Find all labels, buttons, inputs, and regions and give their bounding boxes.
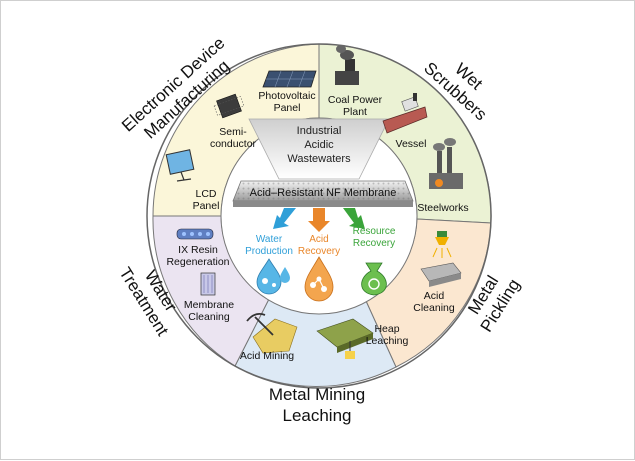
heap-leaching-icon — [316, 318, 374, 359]
money-bag-icon — [361, 262, 387, 296]
output-acid-line-2: Recovery — [298, 246, 340, 257]
source-line-1: Industrial — [297, 125, 342, 137]
ix-label-1: IX Resin — [178, 244, 218, 256]
semiconductor-label-2: conductor — [210, 138, 257, 150]
membrane-label: Acid–Resistant NF Membrane — [250, 187, 397, 199]
membrane-cleaning-label-1: Membrane — [184, 299, 234, 311]
acid-drop-icon — [304, 256, 334, 302]
semiconductor-label-1: Semi- — [219, 126, 247, 138]
heap-label-1: Heap — [374, 323, 399, 335]
coal-label-1: Coal Power — [328, 94, 383, 106]
wastewater-funnel: Industrial Acidic Wastewaters — [248, 118, 390, 180]
water-drops-icon — [256, 258, 290, 295]
arrow-water — [273, 208, 296, 229]
vessel-label: Vessel — [396, 138, 427, 150]
output-water-line-2: Production — [245, 246, 293, 257]
lcd-label-1: LCD — [195, 188, 216, 200]
photovoltaic-label-1: Photovoltaic — [258, 90, 315, 102]
ix-resin-column-icon — [176, 228, 214, 240]
coal-label-2: Plant — [343, 106, 367, 118]
output-acid-line-1: Acid — [309, 234, 328, 245]
heap-label-2: Leaching — [366, 335, 409, 347]
ix-label-2: Regeneration — [166, 256, 229, 268]
output-water-line-1: Water — [256, 234, 283, 245]
lcd-panel-icon — [165, 149, 195, 182]
coal-power-plant-icon — [335, 45, 359, 85]
source-line-3: Wastewaters — [287, 153, 351, 165]
vessel-icon — [382, 93, 428, 134]
acid-cleaning-label-2: Cleaning — [413, 302, 455, 314]
photovoltaic-panel-icon — [262, 70, 317, 88]
photovoltaic-label-2: Panel — [274, 102, 301, 114]
nf-membrane: Acid–Resistant NF Membrane — [232, 180, 414, 207]
output-resource-line-1: Resource — [353, 226, 396, 237]
source-line-2: Acidic — [304, 139, 334, 151]
acid-cleaning-icon — [420, 231, 462, 287]
steelworks-label: Steelworks — [417, 202, 468, 214]
steelworks-icon — [429, 138, 463, 189]
acid-cleaning-label-1: Acid — [424, 290, 445, 302]
mining-line-1: Metal Mining — [269, 385, 365, 404]
arrow-resource — [343, 208, 365, 229]
acid-mining-icon — [246, 312, 298, 354]
mining-line-2: Leaching — [282, 406, 351, 425]
lcd-label-2: Panel — [193, 200, 220, 212]
acid-mining-label: Acid Mining — [240, 350, 294, 362]
membrane-cleaning-label-2: Cleaning — [188, 311, 230, 323]
output-resource-line-2: Recovery — [353, 238, 395, 249]
arrow-acid — [308, 208, 330, 232]
membrane-module-icon — [200, 272, 216, 296]
output-arrows — [273, 208, 365, 232]
semiconductor-chip-icon — [213, 93, 245, 119]
